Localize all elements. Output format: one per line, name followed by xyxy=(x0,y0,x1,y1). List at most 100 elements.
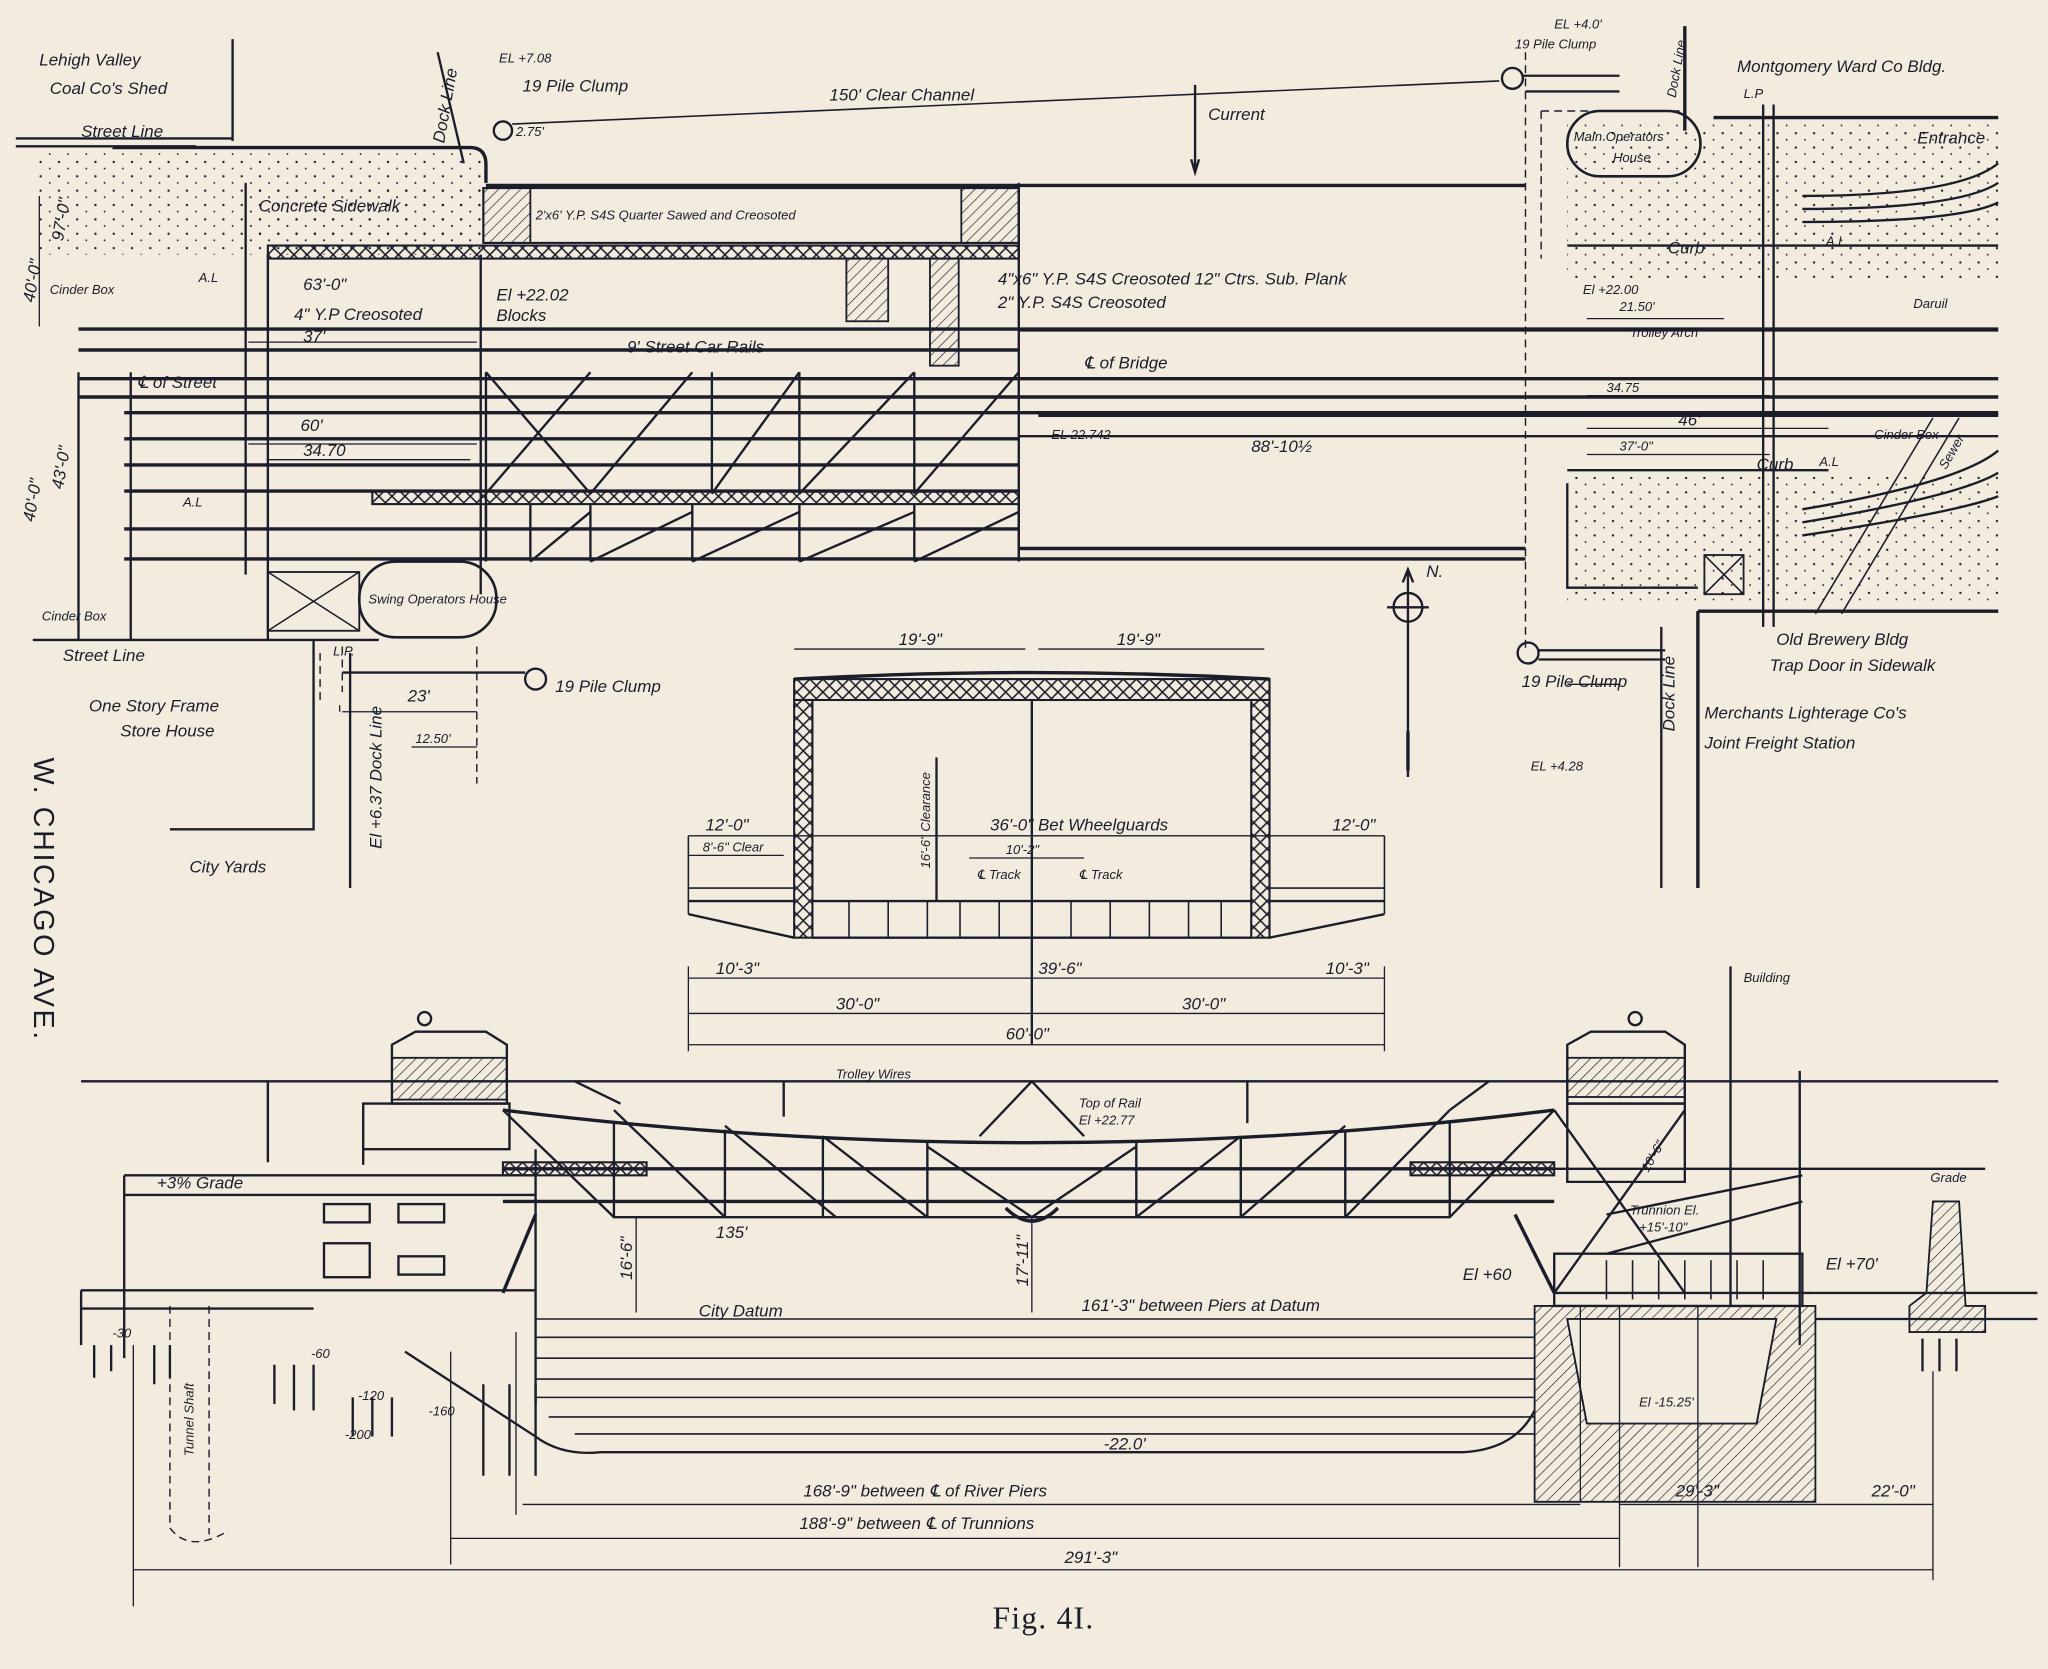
label-elevation: EL +4.0' xyxy=(1554,17,1602,32)
label-dimension: 40'-0" xyxy=(19,476,45,523)
label-trunnion: Trunnion El. xyxy=(1630,1203,1699,1218)
label-sewer: Sewer xyxy=(1936,432,1968,472)
label-grade: +3% Grade xyxy=(157,1173,243,1192)
dim-label: 22'-0" xyxy=(1871,1482,1916,1501)
label-montgomery-ward: Montgomery Ward Co Bldg. xyxy=(1737,57,1946,76)
clear-label: 8'-6" Clear xyxy=(703,839,764,854)
swing-span-truss xyxy=(501,1079,1556,1294)
dim-label: 12'-0" xyxy=(1332,816,1376,835)
label-north: N. xyxy=(1426,562,1443,581)
label-trolley-wires: Trolley Wires xyxy=(836,1067,912,1082)
label-lp: L.P xyxy=(1744,86,1764,101)
label-al: A.L xyxy=(1818,454,1839,469)
label-pile-clump: 19 Pile Clump xyxy=(1522,672,1628,691)
water-lines xyxy=(535,1318,1535,1435)
label-dock-line: Dock Line xyxy=(1659,656,1678,731)
label-frame-store-house: One Story Frame xyxy=(89,697,219,716)
label-dimension: 40'-0" xyxy=(19,257,45,304)
label-cinder-box: Cinder Box xyxy=(42,608,107,623)
dim-label: 60'-0" xyxy=(1006,1025,1050,1044)
left-piles xyxy=(92,1345,537,1476)
label-plank-spec: 2'x6' Y.P. S4S Quarter Sawed and Creosot… xyxy=(535,207,797,222)
label-street-car-rails: 9' Street Car Rails xyxy=(627,338,765,357)
label-depth: -22.0' xyxy=(1104,1435,1147,1454)
dim-label: 19'-9" xyxy=(1117,630,1161,649)
label-elevation: EL +7.08 xyxy=(499,51,552,66)
label-street-line: Street Line xyxy=(63,646,145,665)
label-dimension: 37' xyxy=(303,327,326,346)
label-daruil: Daruil xyxy=(1913,296,1948,311)
dim-label-overall: 291'-3" xyxy=(1063,1548,1118,1567)
label-trolley-arch: Trolley Arch xyxy=(1630,325,1698,340)
cross-section-labels: 19'-9" 19'-9" 16'-6" Clearance 12'-0" 36… xyxy=(703,630,1377,1043)
label-al: A.L xyxy=(182,495,203,510)
elevation-view xyxy=(79,966,2038,1607)
dim-label: 10'-2" xyxy=(1006,842,1041,857)
label-trap-door: Trap Door in Sidewalk xyxy=(1770,656,1937,675)
dim-label: 30'-0" xyxy=(836,994,880,1013)
label-dimension: 34.75 xyxy=(1606,380,1639,395)
label-dimension: 23' xyxy=(407,686,431,705)
dim-label: 39'-6" xyxy=(1038,959,1082,978)
label-elevation: El +22.77 xyxy=(1079,1112,1135,1127)
dim-label: 10'-3" xyxy=(1326,959,1370,978)
label-cinder-box: Cinder Box xyxy=(50,282,115,297)
label-clear-channel: 150' Clear Channel xyxy=(829,86,975,105)
dim-label: 12'-0" xyxy=(705,816,749,835)
label-al: A.L xyxy=(1825,234,1846,249)
label-elevation: El +60 xyxy=(1463,1265,1512,1284)
dim-label: 135' xyxy=(716,1223,748,1242)
label-main-operators: Main Operators xyxy=(1574,129,1664,144)
label-elevation: El +22.00 xyxy=(1583,282,1639,297)
label-elevation: El +22.02 xyxy=(496,285,569,304)
label-lehigh-valley: Lehigh Valley xyxy=(39,50,142,69)
plan-bracing xyxy=(484,182,1020,563)
label-tunnel-shaft: Tunnel Shaft xyxy=(181,1382,196,1456)
label-cinder-box: Cinder Box xyxy=(1874,427,1939,442)
label-dimension: 88'-10½ xyxy=(1251,437,1312,456)
label-top-of-rail: Top of Rail xyxy=(1079,1095,1142,1110)
label-dimension: 37'-0" xyxy=(1620,439,1655,454)
label-city-yards: City Yards xyxy=(190,857,267,876)
label-sub-plank-spec: 4"x6" Y.P. S4S Creosoted 12" Ctrs. Sub. … xyxy=(998,270,1348,289)
elevation-labels: Building Trolley Wires Top of Rail El +2… xyxy=(112,970,1966,1567)
plan-view xyxy=(15,26,1999,889)
dim-label: 29'-3" xyxy=(1675,1482,1720,1501)
label-center-of-street: ℄ of Street xyxy=(137,373,218,392)
label-dimension: 43'-0" xyxy=(48,444,74,491)
label-building: Building xyxy=(1744,970,1791,985)
wheelguards-label: 36'-0" Bet Wheelguards xyxy=(990,816,1169,835)
pile-depth-label: -160 xyxy=(428,1404,455,1419)
track-center-label: ℄ Track xyxy=(1079,867,1124,882)
label-lp: L.P. xyxy=(333,644,355,659)
label-dimension: 21.50' xyxy=(1619,299,1656,314)
label-piers-at-datum: 161'-3" between Piers at Datum xyxy=(1081,1296,1319,1315)
label-store-house: Store House xyxy=(120,722,214,741)
north-arrow-icon xyxy=(1387,566,1429,778)
street-name-label: W. CHICAGO AVE. xyxy=(27,757,59,1041)
clearance-label: 16'-6" Clearance xyxy=(918,772,933,868)
label-elevation: El -15.25' xyxy=(1639,1395,1694,1410)
label-street-line: Street Line xyxy=(81,122,163,141)
label-house: House xyxy=(1613,150,1651,165)
label-grade: Grade xyxy=(1930,1170,1966,1185)
label-city-datum: City Datum xyxy=(699,1301,783,1320)
cross-section-view xyxy=(687,648,1386,1052)
track-center-label: ℄ Track xyxy=(977,867,1022,882)
label-dimension: 34.70 xyxy=(303,441,346,460)
label-old-brewery: Old Brewery Bldg xyxy=(1776,630,1909,649)
label-pile-clump: 19 Pile Clump xyxy=(523,76,629,95)
label-elevation: EL 22.742 xyxy=(1051,427,1111,442)
label-swing-operators-house: Swing Operators House xyxy=(368,591,507,606)
label-creosoted: 4" Y.P Creosoted xyxy=(294,305,423,324)
label-blocks: Blocks xyxy=(496,306,546,325)
label-dimension: 46' xyxy=(1678,411,1701,430)
label-merchants-lighterage: Merchants Lighterage Co's xyxy=(1704,703,1907,722)
label-dimension: 60' xyxy=(301,416,324,435)
label-elevation: EL +4.28 xyxy=(1531,759,1584,774)
label-dimension: 63'-0" xyxy=(303,275,347,294)
dim-label: 10'-3" xyxy=(716,959,760,978)
label-al: A.L xyxy=(198,270,219,285)
label-elevation-dock-line: El +6.37 Dock Line xyxy=(366,706,385,849)
